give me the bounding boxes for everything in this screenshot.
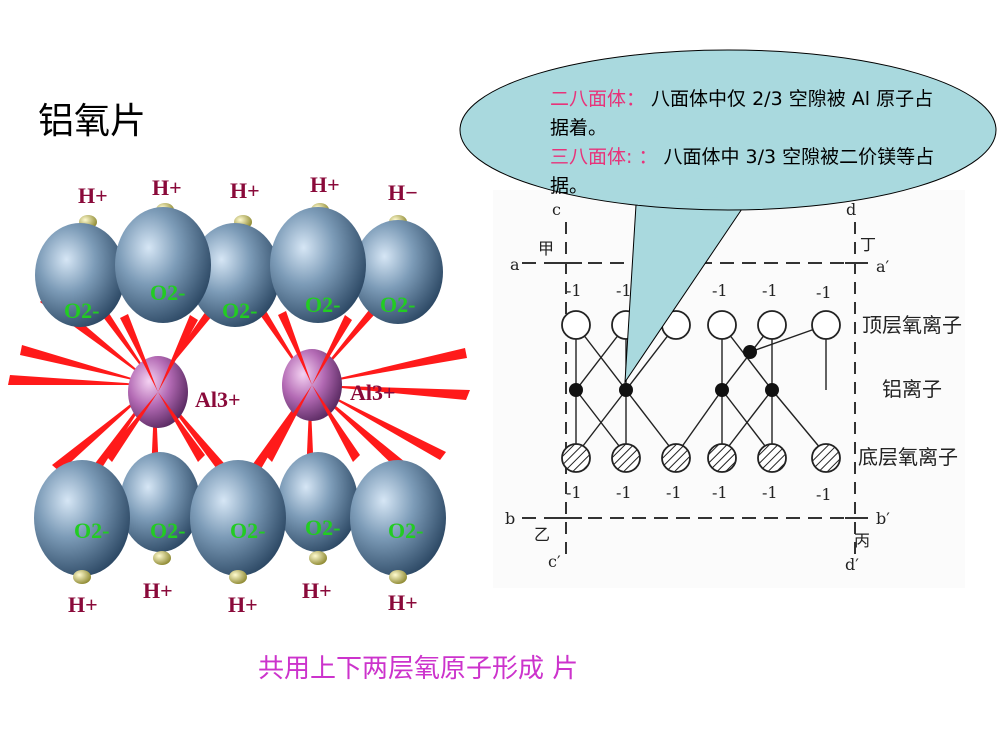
top-o-label-4: O2- xyxy=(305,292,340,317)
bottom-oxygen-atoms xyxy=(34,452,446,576)
top-o-label-1: O2- xyxy=(64,298,99,323)
letter-c-prime: c′ xyxy=(548,552,561,571)
top-o-label-2: O2- xyxy=(150,280,185,305)
bottom-o-label-2: O2- xyxy=(150,518,185,543)
top-h-label-1: H+ xyxy=(78,183,108,208)
corner-yi: 乙 xyxy=(534,525,550,544)
bottom-charge-1: -1 xyxy=(566,483,582,502)
bottom-charge-2: -1 xyxy=(616,483,632,502)
slide-title: 铝氧片 xyxy=(38,101,147,142)
top-charge-5: -1 xyxy=(762,281,778,300)
letter-c: c xyxy=(552,200,561,219)
letter-d-prime: d′ xyxy=(845,555,859,574)
letter-b: b xyxy=(505,509,515,528)
bottom-o-label-4: O2- xyxy=(305,515,340,540)
letter-a: a xyxy=(510,255,520,274)
label-bottom-oxygen: 底层氧离子 xyxy=(858,445,958,469)
al-label-1: Al3+ xyxy=(195,387,241,412)
top-h-label-4: H+ xyxy=(310,172,340,197)
al-label-2: Al3+ xyxy=(350,380,396,405)
corner-ding: 丁 xyxy=(860,235,876,254)
bottom-charge-4: -1 xyxy=(712,483,728,502)
bottom-o-label-3: O2- xyxy=(230,518,265,543)
top-o-label-5: O2- xyxy=(380,292,415,317)
desc-trioctahedral: 八面体中 3/3 空隙被二价镁等占据。 xyxy=(550,146,935,197)
bottom-charge-5: -1 xyxy=(762,483,778,502)
callout-bubble xyxy=(459,49,997,384)
bottom-charge-6: -1 xyxy=(816,485,832,504)
top-charge-2: -1 xyxy=(616,281,632,300)
octahedral-sheet-schematic: a a′ b b′ c c′ d d′ 甲 丁 乙 丙 -1 -1 -1 -1 … xyxy=(493,190,965,588)
term-trioctahedral: 三八面体: ： xyxy=(550,146,658,168)
top-charge-1: -1 xyxy=(566,281,582,300)
bottom-o-label-5: O2- xyxy=(388,518,423,543)
bottom-h-label-1: H+ xyxy=(68,592,98,617)
bottom-oxygen-circles xyxy=(561,443,841,473)
bottom-charge-3: -1 xyxy=(666,483,682,502)
label-aluminum: 铝离子 xyxy=(882,377,942,401)
top-oxygen-atoms xyxy=(35,207,443,327)
letter-d: d xyxy=(846,200,856,219)
bottom-o-label-1: O2- xyxy=(74,518,109,543)
bottom-hydrogen-atoms xyxy=(73,551,407,584)
aluminum-dots xyxy=(569,345,779,397)
top-charge-4: -1 xyxy=(712,281,728,300)
bottom-h-label-3: H+ xyxy=(228,592,258,617)
letter-a-prime: a′ xyxy=(876,257,890,276)
top-charge-6: -1 xyxy=(816,283,832,302)
front-bonds xyxy=(105,311,360,462)
top-oxygen-circles xyxy=(561,310,841,340)
bottom-h-label-5: H+ xyxy=(388,590,418,615)
top-h-label-5: H− xyxy=(388,180,418,205)
letter-b-prime: b′ xyxy=(876,509,890,528)
slide-caption: 共用上下两层氧原子形成 片 xyxy=(258,654,579,684)
top-o-label-3: O2- xyxy=(222,298,257,323)
label-top-oxygen: 顶层氧离子 xyxy=(862,313,962,337)
bottom-h-label-4: H+ xyxy=(302,578,332,603)
top-h-label-3: H+ xyxy=(230,178,260,203)
corner-bing: 丙 xyxy=(854,531,870,550)
callout-text: 二八面体： 八面体中仅 2/3 空隙被 Al 原子占据着。 三八面体: ： 八面… xyxy=(550,85,950,201)
desc-dioctahedral: 八面体中仅 2/3 空隙被 Al 原子占据着。 xyxy=(550,88,934,139)
top-h-label-2: H+ xyxy=(152,175,182,200)
aluminum-octahedral-sheet-model: H+ H+ H+ H+ H− Al3+ Al3+ H+ H+ H+ H+ H+ … xyxy=(8,172,470,617)
term-dioctahedral: 二八面体： xyxy=(550,88,646,110)
bottom-h-label-2: H+ xyxy=(143,578,173,603)
corner-jia: 甲 xyxy=(538,239,554,258)
